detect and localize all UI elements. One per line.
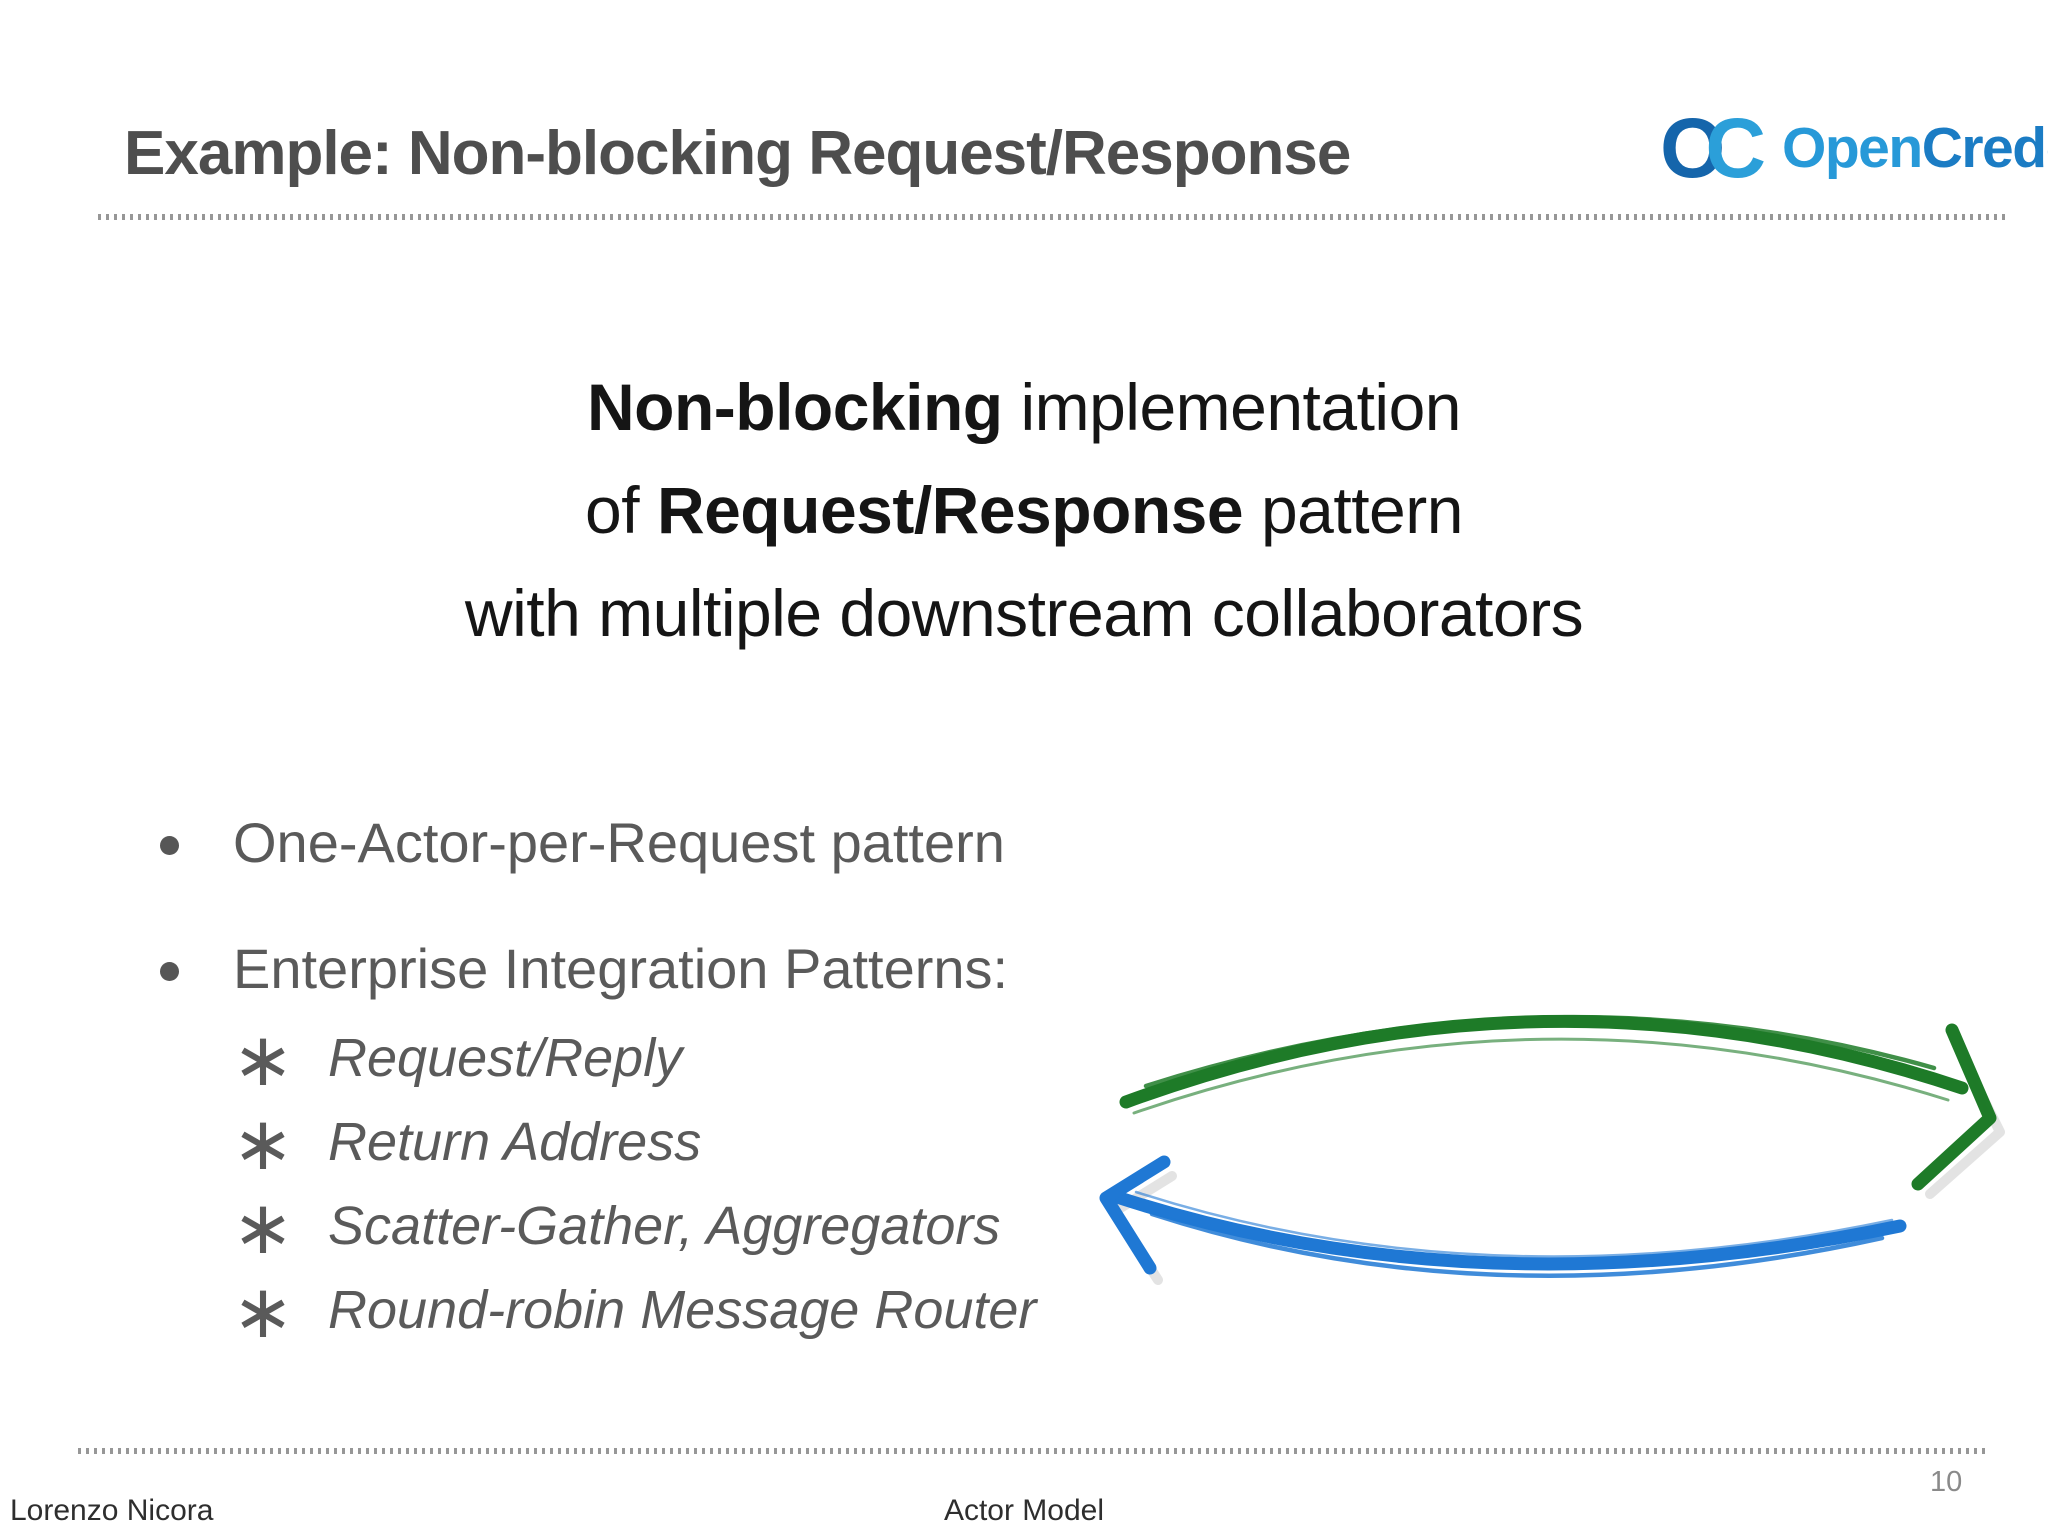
statement-bold-requestresponse: Request/Response [656, 473, 1244, 547]
opencredo-logo: OC OpenCredo [1660, 106, 2048, 190]
bullet-dot-icon [160, 962, 179, 981]
sub-bullet-scatter-gather: ∗ Scatter-Gather, Aggregators [232, 1186, 1001, 1269]
sub-bullet-return-address: ∗ Return Address [232, 1102, 702, 1185]
response-arrow-icon [1099, 1155, 1907, 1285]
statement-line-2: of Request/Response pattern [0, 459, 2048, 562]
oc-monogram-icon: OC [1660, 106, 1766, 190]
page-number: 10 [1930, 1466, 1963, 1498]
bullet-label: One-Actor-per-Request pattern [233, 811, 1005, 874]
sub-bullet-request-reply: ∗ Request/Reply [232, 1018, 683, 1101]
statement-bold-nonblocking: Non-blocking [586, 370, 1003, 444]
statement-rest-1: implementation [1002, 370, 1462, 444]
logo-word-credo: Credo [1921, 115, 2048, 180]
statement: Non-blocking implementation of Request/R… [0, 356, 2048, 665]
logo-word-open: Open [1782, 115, 1923, 180]
statement-line-3: with multiple downstream collaborators [464, 576, 1584, 650]
logo-letter-o: O [1660, 101, 1726, 195]
title-divider [98, 214, 2010, 220]
footer-deck-title: Actor Model [943, 1494, 1105, 1527]
statement-line-1: Non-blocking implementation [0, 356, 2048, 459]
bullet-item-one-actor: One-Actor-per-Request pattern [160, 810, 1005, 875]
footer-author: Lorenzo Nicora [10, 1494, 214, 1527]
asterisk-bullet-icon: ∗ [232, 1186, 295, 1269]
sub-bullet-label: Scatter-Gather, Aggregators [328, 1196, 1001, 1256]
bullet-item-eip: Enterprise Integration Patterns: [160, 936, 1008, 1001]
statement-pre-2: of [585, 473, 657, 547]
sub-bullet-label: Return Address [328, 1112, 702, 1172]
asterisk-bullet-icon: ∗ [232, 1018, 295, 1101]
request-arrow-icon [1119, 1014, 2005, 1199]
asterisk-bullet-icon: ∗ [232, 1102, 295, 1185]
sub-bullet-round-robin: ∗ Round-robin Message Router [232, 1270, 1037, 1353]
slide-title: Example: Non-blocking Request/Response [124, 119, 1351, 188]
bullet-label: Enterprise Integration Patterns: [233, 937, 1009, 1000]
logo-letter-c: C [1705, 101, 1767, 195]
logo-wordmark: OpenCredo [1782, 119, 2048, 177]
footer-divider [78, 1448, 1990, 1454]
sub-bullet-label: Request/Reply [328, 1028, 683, 1088]
asterisk-bullet-icon: ∗ [232, 1270, 295, 1353]
sub-bullet-label: Round-robin Message Router [328, 1280, 1037, 1340]
bullet-dot-icon [160, 836, 179, 855]
statement-rest-2: pattern [1243, 473, 1463, 547]
